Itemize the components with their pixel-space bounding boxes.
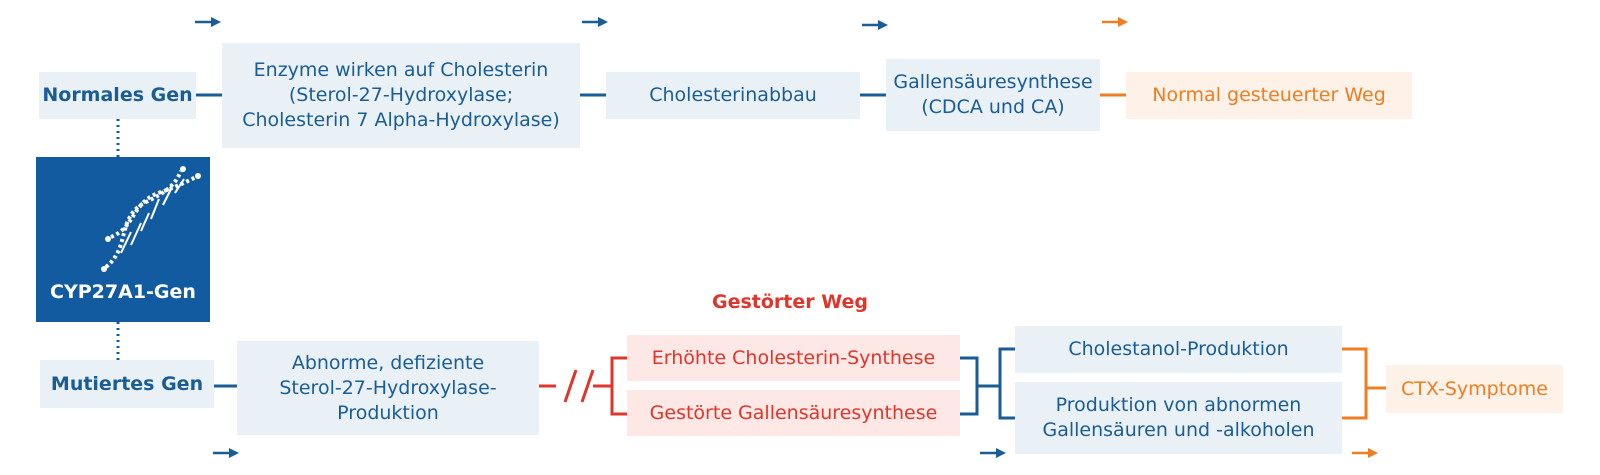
gene-label: CYP27A1-Gen bbox=[50, 281, 196, 303]
arrow-icon bbox=[1102, 17, 1128, 27]
arrow-icon bbox=[213, 448, 239, 458]
cholesterol-breakdown-box: Cholesterinabbau bbox=[606, 72, 860, 119]
abnormal-production-box: Abnorme, defiziente Sterol-27-Hydroxylas… bbox=[237, 341, 539, 435]
enzymes-box: Enzyme wirken auf Cholesterin (Sterol-27… bbox=[222, 43, 580, 148]
ctx-symptoms-box: CTX-Symptome bbox=[1386, 365, 1563, 413]
impaired-bile-acid-synthesis-box: Gestörte Gallensäuresynthese bbox=[627, 390, 960, 436]
arrow-icon bbox=[582, 17, 608, 27]
dna-icon bbox=[101, 166, 201, 272]
ctx-bracket bbox=[1342, 347, 1386, 420]
direction-arrows-bottom bbox=[213, 448, 1378, 458]
normal-outcome-box: Normal gesteuerter Weg bbox=[1126, 72, 1412, 119]
bile-acid-synthesis-box: Gallensäuresynthese (CDCA und CA) bbox=[886, 59, 1100, 131]
direction-arrows-top bbox=[195, 17, 1128, 30]
bracket-connectors bbox=[960, 347, 1015, 420]
gene-block: CYP27A1-Gen bbox=[36, 157, 210, 322]
disrupted-pathway-title: Gestörter Weg bbox=[711, 291, 869, 313]
mutated-gene-label: Mutiertes Gen bbox=[40, 360, 214, 408]
arrow-icon bbox=[862, 20, 888, 30]
arrow-icon bbox=[1352, 448, 1378, 458]
arrow-icon bbox=[195, 17, 221, 27]
cholestanol-production-box: Cholestanol-Produktion bbox=[1015, 326, 1342, 373]
increased-cholesterol-synthesis-box: Erhöhte Cholesterin-Synthese bbox=[627, 335, 960, 381]
broken-connector bbox=[539, 356, 627, 416]
normal-gene-label: Normales Gen bbox=[39, 72, 196, 119]
arrow-icon bbox=[980, 448, 1006, 458]
abnormal-bile-acids-box: Produktion von abnormen Gallensäuren und… bbox=[1015, 382, 1342, 454]
